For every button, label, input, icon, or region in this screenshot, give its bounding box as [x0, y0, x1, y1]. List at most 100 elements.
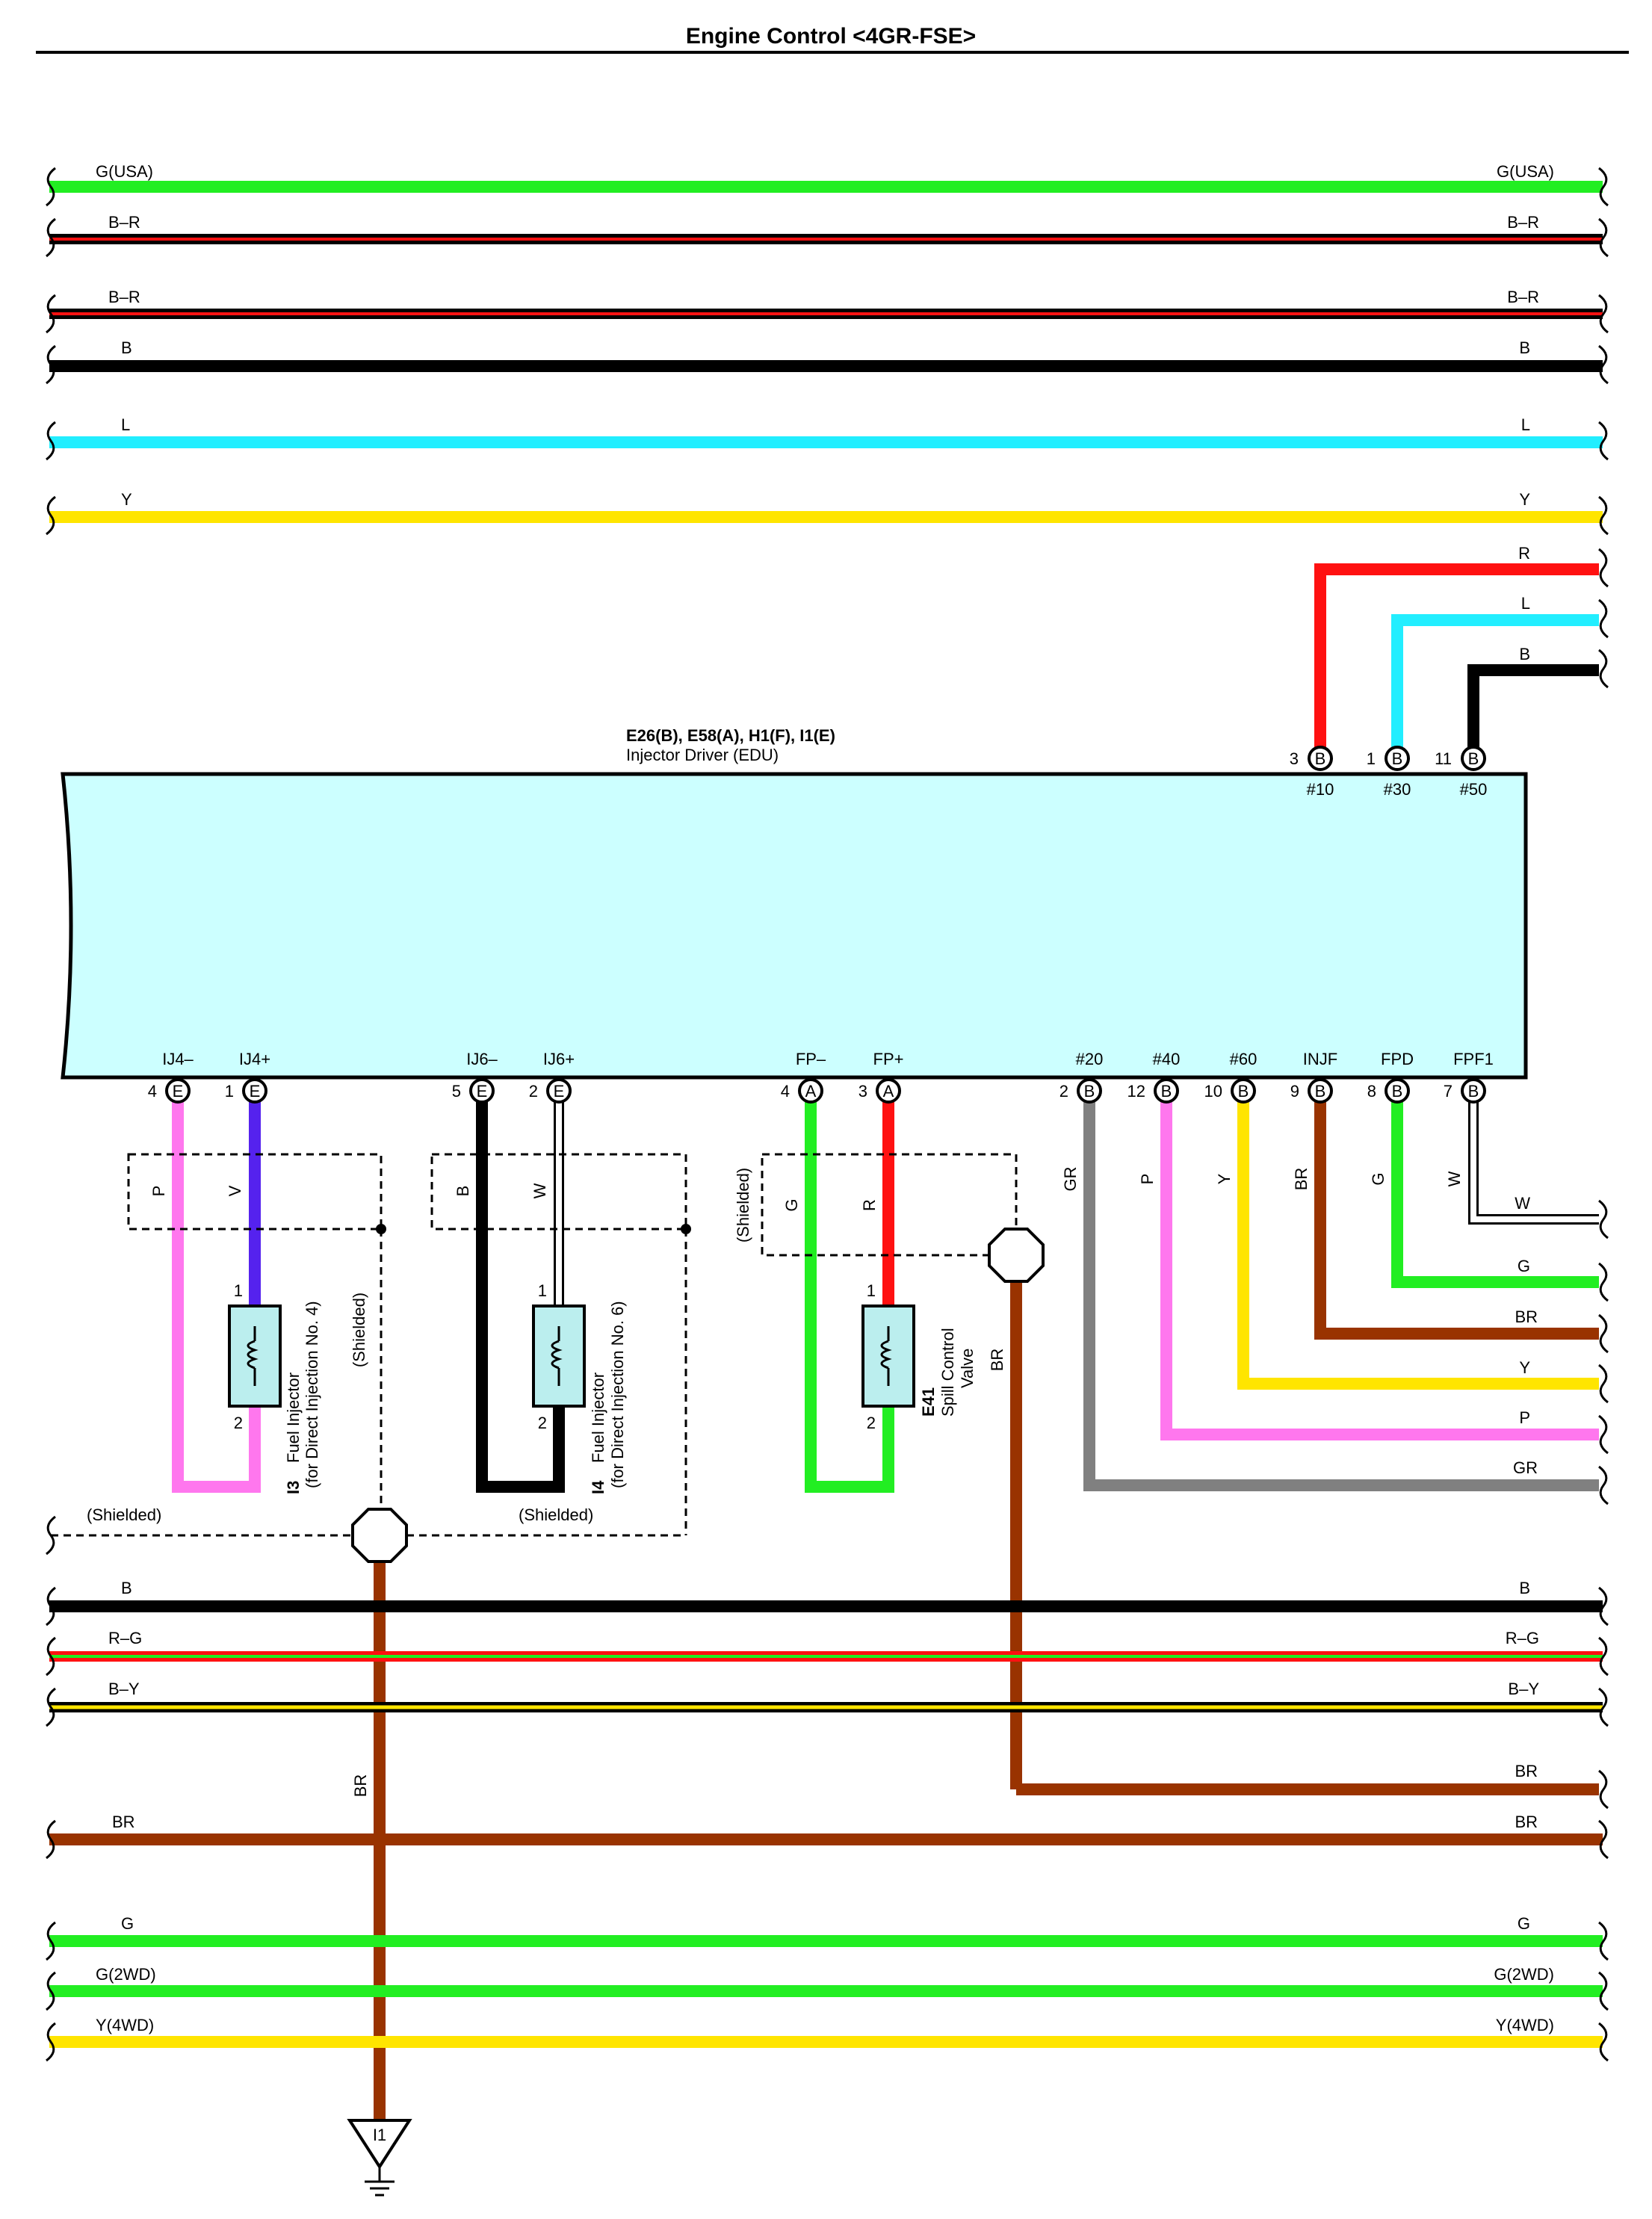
- wire-label: R: [1518, 544, 1530, 563]
- svg-text:7: 7: [1444, 1082, 1453, 1101]
- svg-text:IJ4–: IJ4–: [162, 1050, 194, 1068]
- top-wire-left-label: B–R: [108, 213, 140, 232]
- top-wire-b-r-1: B–R B–R: [49, 213, 1603, 244]
- wire-label: V: [226, 1185, 244, 1196]
- svg-text:(Shielded): (Shielded): [350, 1293, 368, 1367]
- bottom-wire-g-2wd: G(2WD) G(2WD): [49, 1965, 1603, 1997]
- svg-text:E: E: [173, 1082, 184, 1101]
- svg-text:9: 9: [1290, 1082, 1299, 1101]
- svg-text:A: A: [883, 1082, 894, 1101]
- wire-label: W: [530, 1183, 549, 1198]
- svg-text:B–Y: B–Y: [108, 1680, 140, 1698]
- wire-label: W: [1515, 1194, 1530, 1213]
- connector-letter: B: [1392, 749, 1403, 768]
- svg-text:R–G: R–G: [108, 1629, 142, 1647]
- svg-text:A: A: [805, 1082, 817, 1101]
- wire-label: Y: [1215, 1173, 1234, 1184]
- bottom-wire-b: B B: [49, 1579, 1603, 1612]
- top-wire-l: L L: [49, 415, 1603, 448]
- svg-text:4: 4: [148, 1082, 157, 1101]
- svg-text:B: B: [1084, 1082, 1095, 1101]
- svg-text:#20: #20: [1076, 1050, 1104, 1068]
- edu-connector-ids: E26(B), E58(A), H1(F), I1(E): [626, 726, 835, 745]
- svg-text:G(2WD): G(2WD): [1494, 1965, 1554, 1984]
- bottom-wire-r-g: R–G R–G: [49, 1629, 1603, 1662]
- coil-icon: [247, 1340, 259, 1370]
- splice-dot: [681, 1224, 691, 1234]
- svg-text:1: 1: [225, 1082, 234, 1101]
- bottom-wire-y-4wd: Y(4WD) Y(4WD): [49, 2016, 1603, 2048]
- svg-text:E: E: [250, 1082, 261, 1101]
- svg-text:I4: I4: [589, 1480, 607, 1494]
- svg-text:B: B: [1392, 1082, 1403, 1101]
- top-wire-right-label: B–R: [1507, 213, 1539, 232]
- wire-label: L: [1521, 594, 1530, 613]
- terminal-10: B 3 #10: [1290, 746, 1334, 799]
- svg-text:1: 1: [538, 1281, 547, 1300]
- wire-label: GR: [1513, 1458, 1538, 1477]
- connector-letter: B: [1315, 749, 1326, 768]
- top-wire-y: Y Y: [49, 490, 1603, 523]
- bottom-wire-b-y: B–Y B–Y: [49, 1680, 1603, 1712]
- terminal-20: B2 #20: [1059, 1050, 1104, 1104]
- terminal-40: B12#40: [1127, 1050, 1181, 1104]
- fuel-injector-i3: 1 2 I3 Fuel Injector (for Direct Injecti…: [228, 1281, 368, 1494]
- svg-text:1: 1: [867, 1281, 876, 1300]
- svg-text:5: 5: [452, 1082, 461, 1101]
- svg-text:8: 8: [1367, 1082, 1376, 1101]
- shield-junction-octagons: [351, 1228, 1045, 1563]
- coil-icon: [551, 1340, 563, 1370]
- top-wire-b: B B: [49, 338, 1603, 372]
- bottom-wire-br: BR BR: [49, 1813, 1603, 1845]
- svg-text:B: B: [1238, 1082, 1249, 1101]
- svg-text:4: 4: [781, 1082, 790, 1101]
- wire-label: B: [1519, 645, 1530, 663]
- wire-label: GR: [1061, 1167, 1080, 1192]
- top-wire-right-label: G(USA): [1497, 162, 1554, 181]
- svg-text:1: 1: [234, 1281, 243, 1300]
- top-wire-left-label: B: [121, 338, 132, 357]
- svg-text:2: 2: [867, 1414, 876, 1432]
- svg-text:IJ4+: IJ4+: [239, 1050, 270, 1068]
- wire-break-marks: [46, 167, 1609, 689]
- svg-text:FPF1: FPF1: [1453, 1050, 1494, 1068]
- connector-letter: B: [1468, 749, 1479, 768]
- fuel-injector-i4: 1 2 I4 Fuel Injector (for Direct Injecti…: [532, 1281, 627, 1494]
- wire-label: BR: [1515, 1307, 1538, 1326]
- svg-text:Y(4WD): Y(4WD): [1496, 2016, 1554, 2034]
- bottom-wire-g: G G: [49, 1914, 1603, 1947]
- terminal-60: B10#60: [1204, 1050, 1257, 1104]
- svg-text:B–Y: B–Y: [1508, 1680, 1539, 1698]
- svg-text:R–G: R–G: [1506, 1629, 1539, 1647]
- bottom-wire-group: B B R–G R–G B–Y B–Y BR BR BR G G: [46, 1579, 1609, 2062]
- terminal-name: #30: [1384, 780, 1411, 799]
- terminal-50: B 11 #50: [1435, 746, 1487, 799]
- top-wire-right-label: B–R: [1507, 288, 1539, 306]
- svg-text:I3: I3: [284, 1481, 303, 1494]
- svg-text:INJF: INJF: [1303, 1050, 1337, 1068]
- top-wire-g-usa: G(USA) G(USA): [49, 162, 1603, 193]
- svg-text:#40: #40: [1153, 1050, 1181, 1068]
- edu-name: Injector Driver (EDU): [626, 746, 779, 764]
- break-mark: [46, 1515, 56, 1556]
- svg-text:10: 10: [1204, 1082, 1222, 1101]
- svg-text:IJ6+: IJ6+: [543, 1050, 575, 1068]
- right-exit-break-marks: [1598, 1199, 1609, 1505]
- wire-label: B: [454, 1186, 472, 1197]
- svg-text:2: 2: [1059, 1082, 1068, 1101]
- svg-text:B: B: [121, 1579, 132, 1597]
- svg-text:B: B: [1315, 1082, 1326, 1101]
- svg-text:IJ6–: IJ6–: [466, 1050, 498, 1068]
- injector-driver-edu: E26(B), E58(A), H1(F), I1(E) Injector Dr…: [61, 726, 1528, 1080]
- svg-text:FP–: FP–: [796, 1050, 826, 1068]
- svg-text:BR: BR: [351, 1774, 370, 1798]
- top-wire-right-label: L: [1521, 415, 1530, 434]
- spill-control-valve-e41: 1 2 E41 Spill Control Valve: [861, 1281, 977, 1432]
- svg-text:G: G: [1518, 1914, 1530, 1933]
- svg-text:2: 2: [529, 1082, 538, 1101]
- wire-label: R: [860, 1199, 879, 1211]
- shield-lines: [51, 1153, 1018, 1537]
